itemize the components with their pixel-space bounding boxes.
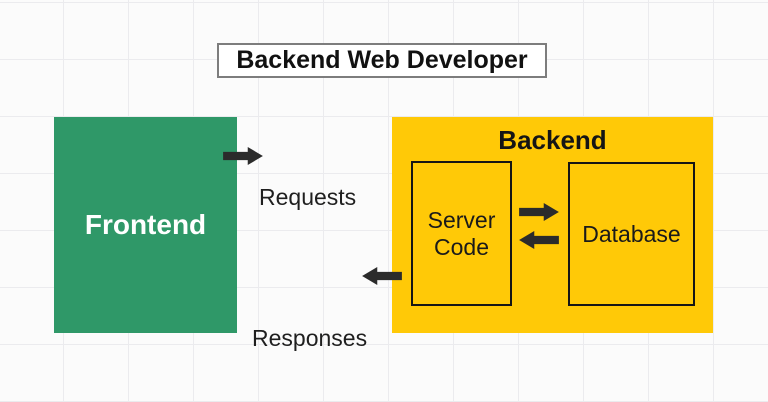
server-to-database-arrow-icon xyxy=(518,203,560,221)
backend-box: Backend Server Code Database xyxy=(392,117,713,333)
requests-label: Requests xyxy=(259,184,357,210)
responses-arrow-left-icon xyxy=(361,267,403,285)
database-label: Database xyxy=(582,220,681,247)
diagram-title: Backend Web Developer xyxy=(236,46,528,74)
server-code-label: Server Code xyxy=(427,206,496,260)
diagram-title-box: Backend Web Developer xyxy=(217,43,547,78)
backend-label: Backend xyxy=(498,125,607,155)
database-to-server-arrow-icon xyxy=(518,231,560,249)
frontend-label: Frontend xyxy=(84,209,207,240)
requests-arrow-right-icon xyxy=(222,147,264,165)
database-box: Database xyxy=(568,162,695,306)
responses-label: Responses xyxy=(252,325,368,351)
server-code-box: Server Code xyxy=(411,161,512,306)
frontend-box: Frontend xyxy=(54,117,237,333)
